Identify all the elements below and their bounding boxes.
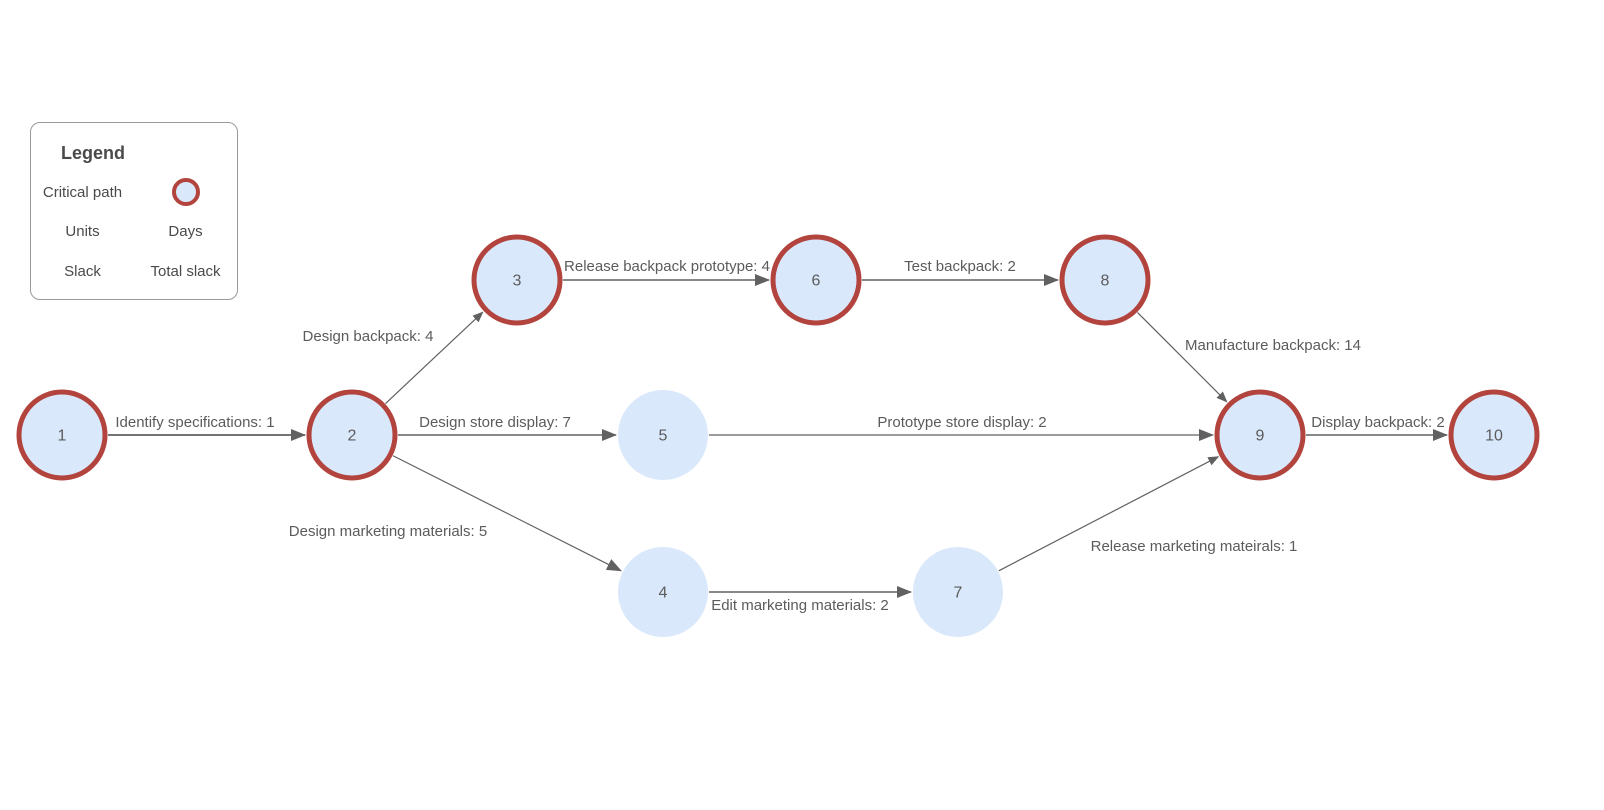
edge-label-5-9: Prototype store display: 2 — [877, 414, 1046, 431]
node-label-7: 7 — [954, 585, 963, 602]
node-7[interactable] — [913, 547, 1003, 637]
node-label-6: 6 — [812, 273, 821, 290]
edge-label-2-5: Design store display: 7 — [419, 414, 571, 431]
edge-2-4[interactable] — [392, 455, 622, 572]
node-4[interactable] — [618, 547, 708, 637]
node-9-critical[interactable] — [1214, 389, 1306, 481]
legend-units-label: Units — [65, 222, 100, 240]
node-6-critical[interactable] — [770, 234, 862, 326]
node-label-9: 9 — [1256, 428, 1265, 445]
legend-row-units: Units Days — [31, 218, 237, 244]
edge-label-8-9: Manufacture backpack: 14 — [1185, 337, 1361, 354]
node-label-8: 8 — [1101, 273, 1110, 290]
edge-7-9[interactable] — [998, 456, 1220, 572]
legend-critical-path-label: Critical path — [42, 183, 123, 201]
legend-slack-label: Slack — [64, 262, 101, 280]
node-label-5: 5 — [659, 428, 668, 445]
edge-label-4-7: Edit marketing materials: 2 — [711, 597, 889, 614]
node-3-critical[interactable] — [471, 234, 563, 326]
edge-2-3[interactable] — [385, 311, 484, 404]
legend-row-slack: Slack Total slack — [31, 258, 237, 284]
edge-label-7-9: Release marketing mateirals: 1 — [1091, 538, 1298, 555]
edges-layer: Identify specifications: 1 Design backpac… — [108, 258, 1448, 614]
edge-label-2-3: Design backpack: 4 — [303, 328, 434, 345]
edge-label-9-10: Display backpack: 2 — [1311, 414, 1444, 431]
node-8-critical[interactable] — [1059, 234, 1151, 326]
node-label-1: 1 — [58, 428, 67, 445]
node-label-2: 2 — [348, 428, 357, 445]
edge-label-1-2: Identify specifications: 1 — [115, 414, 274, 431]
edge-8-9[interactable] — [1137, 312, 1228, 403]
legend-title: Legend — [61, 143, 126, 163]
node-1-critical[interactable] — [16, 389, 108, 481]
legend-slack-value: Total slack — [150, 262, 221, 280]
node-5[interactable] — [618, 390, 708, 480]
edge-label-3-6: Release backpack prototype: 4 — [564, 258, 770, 275]
nodes-layer: 1 2 3 4 5 6 7 8 9 10 — [16, 234, 1540, 637]
node-2-critical[interactable] — [306, 389, 398, 481]
legend-box: Legend Critical path Units Days Slack To… — [30, 122, 238, 300]
legend-row-critical-path: Critical path — [31, 178, 237, 206]
node-label-3: 3 — [513, 273, 522, 290]
edge-label-6-8: Test backpack: 2 — [904, 258, 1016, 275]
edge-label-2-4: Design marketing materials: 5 — [289, 523, 487, 540]
legend-units-value: Days — [168, 222, 203, 240]
node-label-10: 10 — [1485, 428, 1503, 445]
node-10-critical[interactable] — [1448, 389, 1540, 481]
critical-path-node-icon — [171, 178, 200, 206]
node-label-4: 4 — [659, 585, 668, 602]
